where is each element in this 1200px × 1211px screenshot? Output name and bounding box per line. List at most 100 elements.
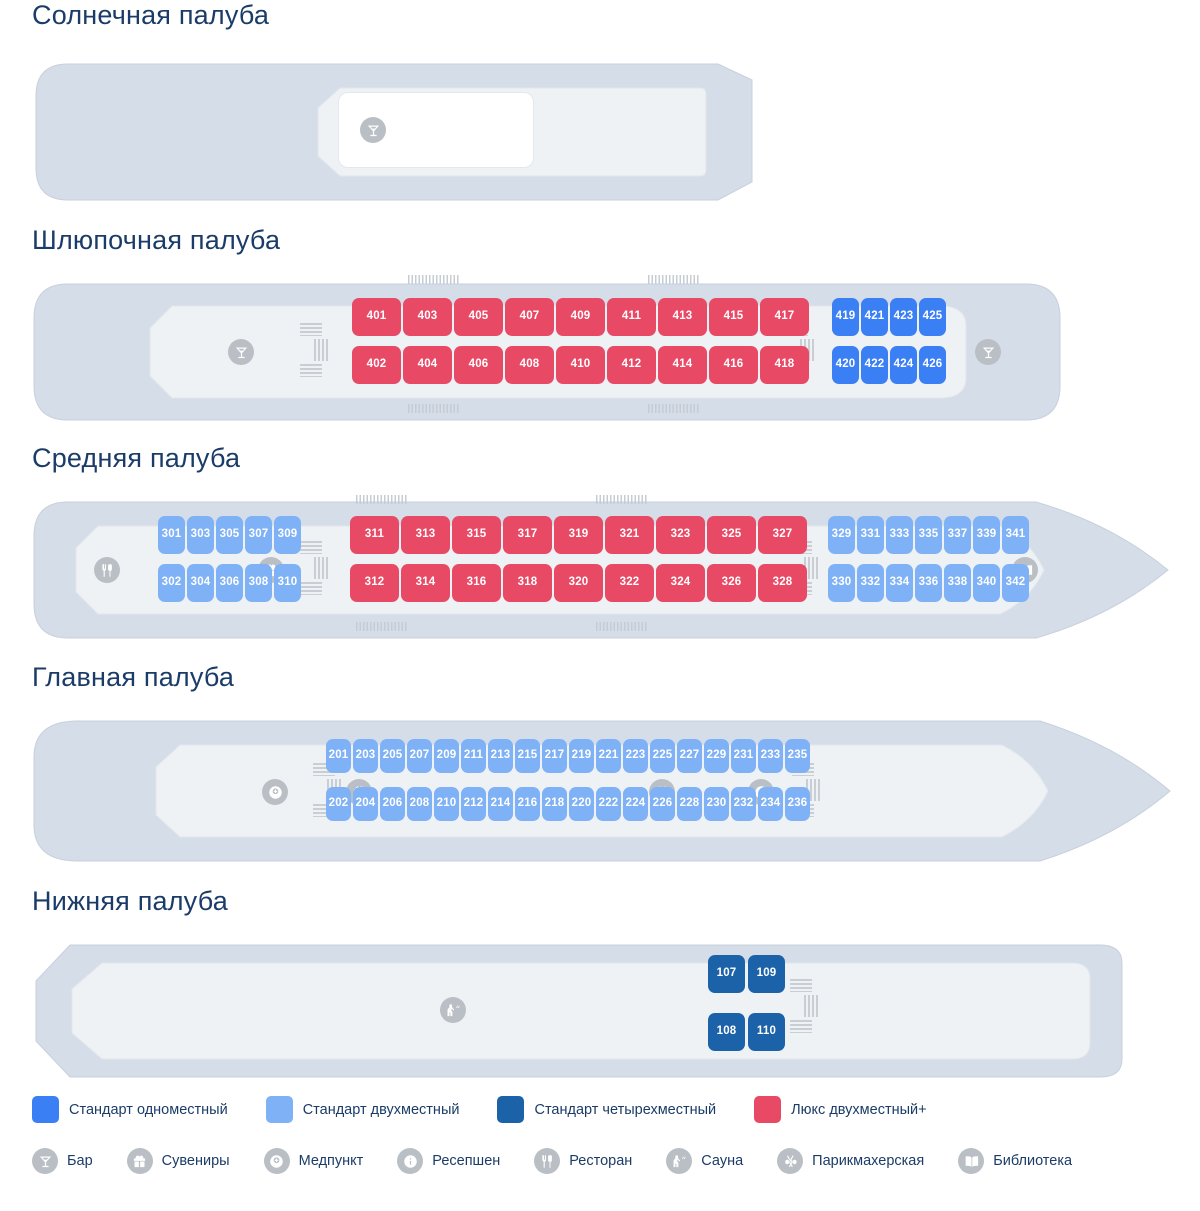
cabin-419[interactable]: 419 [832,298,859,336]
cabin-331[interactable]: 331 [857,516,884,554]
cabin-405[interactable]: 405 [454,298,503,336]
cabin-315[interactable]: 315 [452,516,501,554]
cabin-415[interactable]: 415 [709,298,758,336]
cabin-207[interactable]: 207 [407,739,432,773]
cabin-311[interactable]: 311 [350,516,399,554]
cabin-302[interactable]: 302 [158,564,185,602]
cabin-203[interactable]: 203 [353,739,378,773]
cabin-335[interactable]: 335 [915,516,942,554]
cabin-236[interactable]: 236 [785,787,810,821]
cabin-404[interactable]: 404 [403,346,452,384]
cabin-410[interactable]: 410 [556,346,605,384]
cabin-228[interactable]: 228 [677,787,702,821]
cabin-426[interactable]: 426 [919,346,946,384]
cabin-224[interactable]: 224 [623,787,648,821]
cabin-208[interactable]: 208 [407,787,432,821]
cabin-422[interactable]: 422 [861,346,888,384]
cabin-307[interactable]: 307 [245,516,272,554]
cabin-324[interactable]: 324 [656,564,705,602]
cabin-201[interactable]: 201 [326,739,351,773]
cabin-322[interactable]: 322 [605,564,654,602]
cabin-342[interactable]: 342 [1002,564,1029,602]
cabin-206[interactable]: 206 [380,787,405,821]
cabin-406[interactable]: 406 [454,346,503,384]
bar-icon[interactable] [360,117,386,143]
cabin-109[interactable]: 109 [748,955,785,993]
cabin-107[interactable]: 107 [708,955,745,993]
cabin-209[interactable]: 209 [434,739,459,773]
cabin-205[interactable]: 205 [380,739,405,773]
cabin-402[interactable]: 402 [352,346,401,384]
cabin-340[interactable]: 340 [973,564,1000,602]
cabin-338[interactable]: 338 [944,564,971,602]
cabin-330[interactable]: 330 [828,564,855,602]
cabin-339[interactable]: 339 [973,516,1000,554]
cabin-329[interactable]: 329 [828,516,855,554]
cabin-401[interactable]: 401 [352,298,401,336]
cabin-213[interactable]: 213 [488,739,513,773]
cabin-202[interactable]: 202 [326,787,351,821]
cabin-108[interactable]: 108 [708,1013,745,1051]
cabin-341[interactable]: 341 [1002,516,1029,554]
cabin-313[interactable]: 313 [401,516,450,554]
cabin-333[interactable]: 333 [886,516,913,554]
cabin-235[interactable]: 235 [785,739,810,773]
cabin-418[interactable]: 418 [760,346,809,384]
cabin-417[interactable]: 417 [760,298,809,336]
cabin-231[interactable]: 231 [731,739,756,773]
cabin-305[interactable]: 305 [216,516,243,554]
cabin-334[interactable]: 334 [886,564,913,602]
cabin-319[interactable]: 319 [554,516,603,554]
cabin-216[interactable]: 216 [515,787,540,821]
cabin-220[interactable]: 220 [569,787,594,821]
restaurant-icon[interactable] [94,557,120,583]
cabin-210[interactable]: 210 [434,787,459,821]
cabin-314[interactable]: 314 [401,564,450,602]
cabin-225[interactable]: 225 [650,739,675,773]
cabin-211[interactable]: 211 [461,739,486,773]
cabin-308[interactable]: 308 [245,564,272,602]
cabin-312[interactable]: 312 [350,564,399,602]
cabin-217[interactable]: 217 [542,739,567,773]
cabin-310[interactable]: 310 [274,564,301,602]
cabin-301[interactable]: 301 [158,516,185,554]
cabin-424[interactable]: 424 [890,346,917,384]
cabin-110[interactable]: 110 [748,1013,785,1051]
cabin-412[interactable]: 412 [607,346,656,384]
cabin-215[interactable]: 215 [515,739,540,773]
cabin-226[interactable]: 226 [650,787,675,821]
cabin-317[interactable]: 317 [503,516,552,554]
cabin-306[interactable]: 306 [216,564,243,602]
cabin-318[interactable]: 318 [503,564,552,602]
cabin-309[interactable]: 309 [274,516,301,554]
cabin-230[interactable]: 230 [704,787,729,821]
cabin-227[interactable]: 227 [677,739,702,773]
cabin-232[interactable]: 232 [731,787,756,821]
cabin-326[interactable]: 326 [707,564,756,602]
cabin-212[interactable]: 212 [461,787,486,821]
cabin-409[interactable]: 409 [556,298,605,336]
cabin-423[interactable]: 423 [890,298,917,336]
cabin-316[interactable]: 316 [452,564,501,602]
cabin-411[interactable]: 411 [607,298,656,336]
cabin-229[interactable]: 229 [704,739,729,773]
cabin-219[interactable]: 219 [569,739,594,773]
cabin-321[interactable]: 321 [605,516,654,554]
cabin-233[interactable]: 233 [758,739,783,773]
cabin-421[interactable]: 421 [861,298,888,336]
cabin-204[interactable]: 204 [353,787,378,821]
cabin-414[interactable]: 414 [658,346,707,384]
cabin-304[interactable]: 304 [187,564,214,602]
cabin-223[interactable]: 223 [623,739,648,773]
bar-icon[interactable] [975,339,1001,365]
cabin-320[interactable]: 320 [554,564,603,602]
cabin-332[interactable]: 332 [857,564,884,602]
cabin-221[interactable]: 221 [596,739,621,773]
cabin-337[interactable]: 337 [944,516,971,554]
cabin-407[interactable]: 407 [505,298,554,336]
medical-icon[interactable] [262,779,288,805]
cabin-218[interactable]: 218 [542,787,567,821]
cabin-222[interactable]: 222 [596,787,621,821]
cabin-323[interactable]: 323 [656,516,705,554]
sauna-icon[interactable] [440,997,466,1023]
